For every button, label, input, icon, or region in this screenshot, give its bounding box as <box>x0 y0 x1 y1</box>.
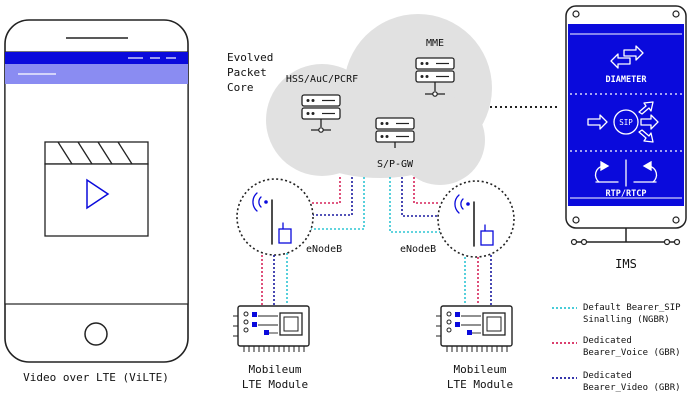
legend-sip-line1: Default Bearer_SIP <box>583 303 681 313</box>
phone-caption: Video over LTE (ViLTE) <box>23 371 169 384</box>
rtp-icon <box>594 159 658 187</box>
mme-server-icon <box>415 57 455 97</box>
lte-module-left <box>233 305 310 352</box>
ims-server: DIAMETER SIP RTP/RTCP <box>565 5 687 246</box>
module-right-line1: Mobileum <box>454 363 507 376</box>
phone-app-bar <box>5 64 188 84</box>
enodeb-left-label: eNodeB <box>306 244 342 255</box>
smartphone <box>4 19 189 363</box>
module-left-line1: Mobileum <box>249 363 302 376</box>
sip-label: SIP <box>619 118 633 127</box>
rtp-label: RTP/RTCP <box>606 189 647 199</box>
enodeb-right-label: eNodeB <box>400 244 436 255</box>
diameter-label: DIAMETER <box>606 75 648 85</box>
hss-label: HSS/AuC/PCRF <box>286 74 358 85</box>
enodeb-left <box>236 178 314 256</box>
lte-module-right <box>436 305 513 352</box>
bearer-lines-core <box>310 177 440 233</box>
legend-item-sip: Default Bearer_SIP Sinalling (NGBR) <box>552 303 681 325</box>
diameter-icon <box>610 45 644 69</box>
module-left-line2: LTE Module <box>242 378 308 391</box>
module-right-line2: LTE Module <box>447 378 513 391</box>
spgw-label: S/P-GW <box>377 159 414 170</box>
ims-label: IMS <box>615 257 637 271</box>
epc-title-line2: Packet <box>227 66 267 79</box>
antenna-icon <box>454 194 494 247</box>
sip-icon <box>587 101 659 143</box>
enodeb-right <box>437 180 515 258</box>
phone-home-button <box>84 322 108 346</box>
legend: Default Bearer_SIP Sinalling (NGBR) Dedi… <box>552 303 681 393</box>
legend-voice-line2: Bearer_Voice (GBR) <box>583 348 681 358</box>
mme-label: MME <box>426 38 444 49</box>
legend-video-line1: Dedicated <box>583 371 632 381</box>
spgw-server-icon <box>375 117 415 148</box>
legend-sip-line2: Sinalling (NGBR) <box>583 315 670 325</box>
video-clapper-icon <box>44 141 149 237</box>
legend-voice-line1: Dedicated <box>583 336 632 346</box>
legend-video-line2: Bearer_Video (GBR) <box>583 383 681 393</box>
play-icon <box>86 178 110 210</box>
phone-status-bar <box>5 52 188 64</box>
bearer-lines-access <box>261 253 492 305</box>
legend-item-video: Dedicated Bearer_Video (GBR) <box>552 371 681 393</box>
antenna-icon <box>252 192 292 245</box>
legend-item-voice: Dedicated Bearer_Voice (GBR) <box>552 336 681 358</box>
epc-title-line1: Evolved <box>227 51 273 64</box>
hss-server-icon <box>301 94 341 133</box>
epc-title-line3: Core <box>227 81 254 94</box>
